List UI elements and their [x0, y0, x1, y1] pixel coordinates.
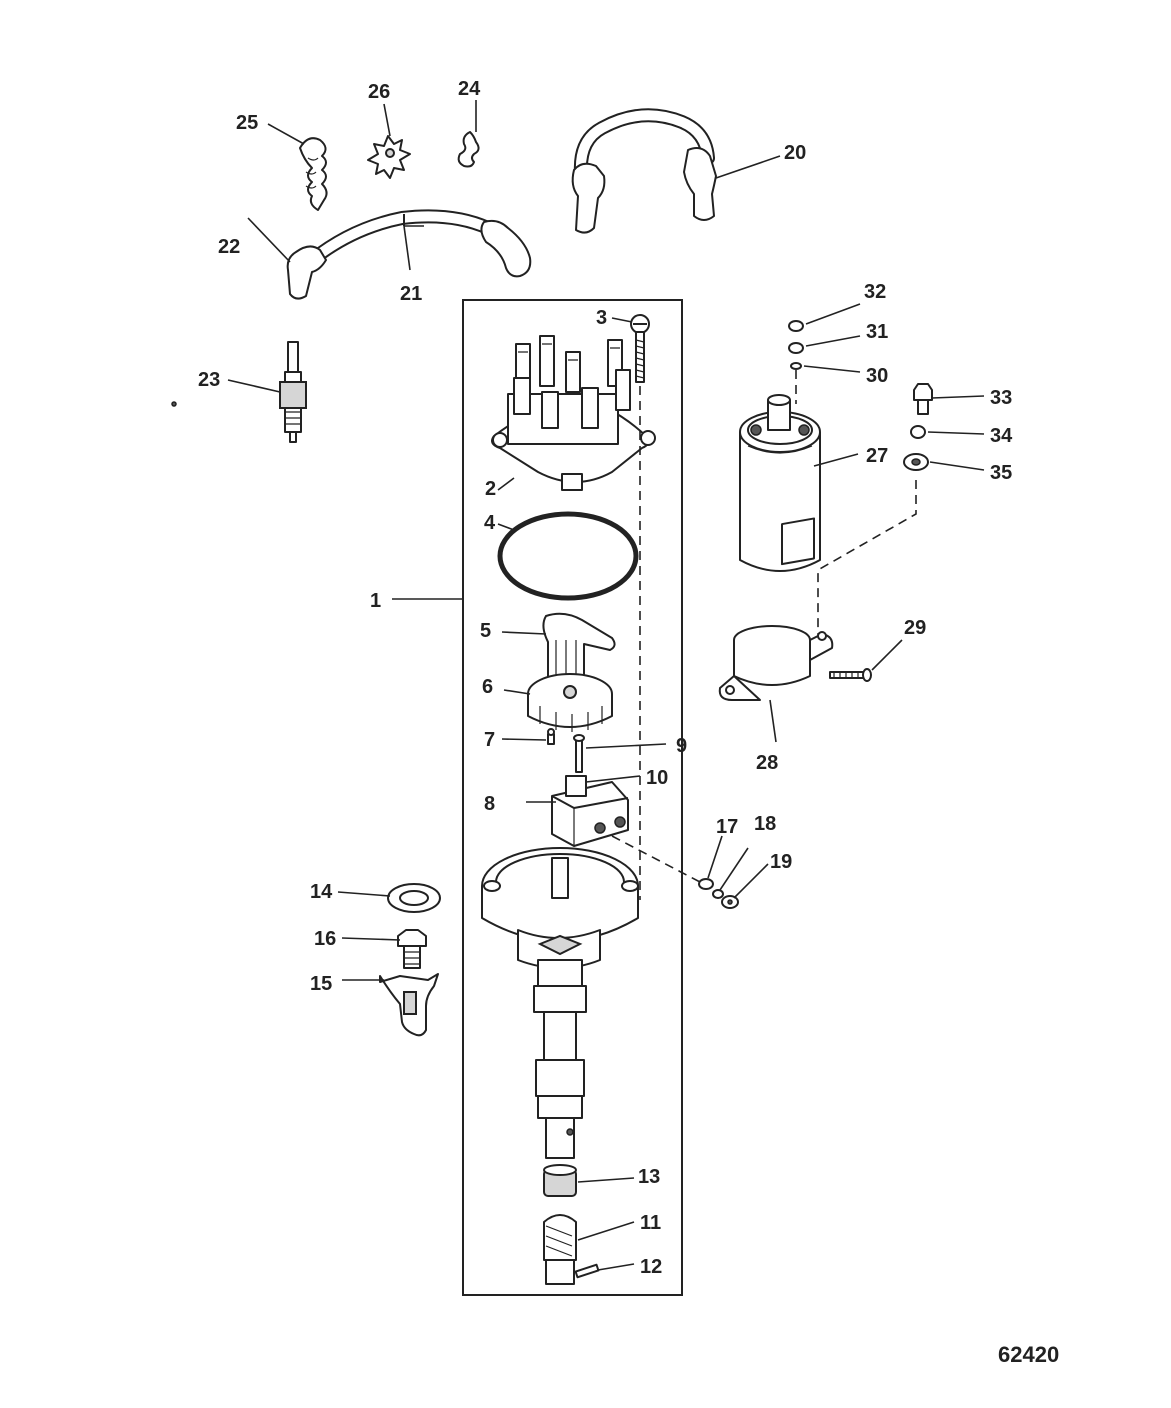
part-15-hold-down-clamp	[379, 973, 439, 1037]
part-4-cap-seal	[497, 511, 639, 601]
dash-line-coil-bolt	[817, 480, 917, 636]
callout-16: 16	[314, 928, 336, 950]
part-27-ignition-coil	[739, 394, 821, 572]
part-28-coil-bracket	[718, 517, 834, 701]
assembly-frame	[462, 299, 683, 1296]
callout-29: 29	[904, 617, 926, 639]
part-5-rotor	[542, 612, 616, 681]
callout-23: 23	[198, 369, 220, 391]
callout-28: 28	[756, 752, 778, 774]
part-9-screw	[573, 734, 585, 773]
part-16-hold-down-bolt	[397, 929, 427, 969]
callout-11: 11	[640, 1212, 661, 1234]
callout-30: 30	[866, 365, 888, 387]
callout-26: 26	[368, 81, 390, 103]
part-34-lockwasher	[910, 425, 926, 439]
callout-13: 13	[638, 1166, 660, 1188]
callout-4: 4	[484, 512, 496, 534]
callout-2: 2	[485, 478, 496, 500]
part-35-washer	[903, 453, 929, 471]
part-26-star-retainer	[367, 135, 411, 179]
dash-line-module-nuts	[611, 835, 701, 883]
part-32-nut	[788, 320, 804, 332]
callout-10: 10	[646, 767, 668, 789]
callout-31: 31	[866, 321, 888, 343]
callout-8: 8	[484, 793, 495, 815]
part-2-distributor-cap	[491, 335, 656, 491]
part-3-cap-screw	[630, 314, 650, 383]
part-31-lockwasher	[788, 342, 804, 354]
part-20-spark-plug-wire-coil	[571, 108, 717, 234]
callout-15: 15	[310, 973, 332, 995]
callout-35: 35	[990, 462, 1012, 484]
distributor-housing	[481, 847, 639, 1159]
callout-20: 20	[784, 142, 806, 164]
part-24-wire-clip	[457, 131, 480, 168]
part-18-lockwasher	[712, 889, 724, 899]
diagram-reference-number: 62420	[998, 1342, 1059, 1367]
part-25-wire-separator	[299, 137, 328, 211]
callout-6: 6	[482, 676, 493, 698]
part-33-bolt	[913, 383, 933, 415]
callout-34: 34	[990, 425, 1013, 447]
callout-14: 14	[310, 881, 333, 903]
callout-1: 1	[370, 590, 381, 612]
callout-32: 32	[864, 281, 886, 303]
callout-22: 22	[218, 236, 240, 258]
part-29-screw	[829, 668, 872, 682]
part-21-22-spark-plug-wire	[286, 209, 532, 300]
callout-9: 9	[676, 735, 687, 757]
callout-17: 17	[716, 816, 738, 838]
part-17-washer	[698, 878, 714, 890]
callout-7: 7	[484, 729, 495, 751]
part-19-nut	[721, 895, 739, 909]
part-30-washer	[790, 362, 802, 370]
part-14-washer	[387, 883, 441, 913]
part-7-screw	[547, 728, 555, 745]
callout-3: 3	[596, 307, 607, 329]
leader-lines	[227, 100, 985, 1271]
part-11-drive-gear	[543, 1214, 577, 1285]
part-23-spark-plug	[171, 341, 307, 443]
callout-33: 33	[990, 387, 1012, 409]
part-6-reluctor	[527, 673, 613, 732]
callout-5: 5	[480, 620, 491, 642]
callout-19: 19	[770, 851, 792, 873]
part-12-roll-pin	[574, 1263, 600, 1279]
callout-18: 18	[754, 813, 776, 835]
callout-24: 24	[458, 78, 481, 100]
part-8-ignition-module	[551, 775, 629, 847]
part-13-bushing	[543, 1164, 577, 1197]
callout-27: 27	[866, 445, 888, 467]
callout-25: 25	[236, 112, 258, 134]
callout-21: 21	[400, 283, 422, 305]
callout-12: 12	[640, 1256, 662, 1278]
